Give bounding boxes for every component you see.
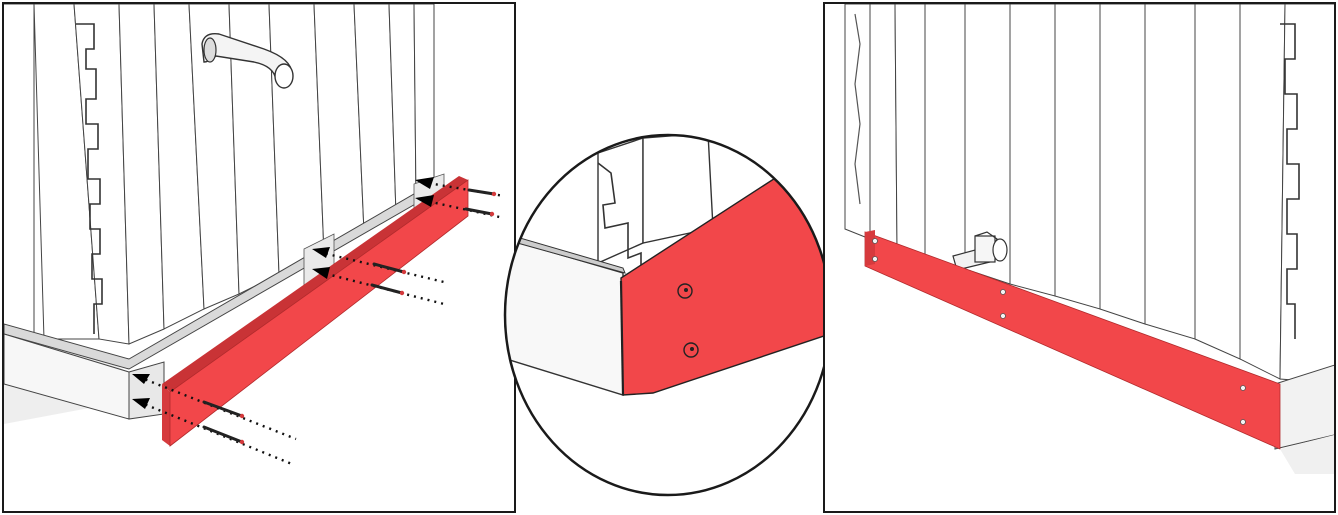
assembly-step-right-panel [823, 2, 1336, 513]
assembly-step-left-panel [2, 2, 516, 513]
right-illustration [825, 4, 1336, 513]
left-illustration [4, 4, 516, 513]
zoom-detail [503, 133, 833, 497]
zoom-illustration [503, 133, 833, 497]
